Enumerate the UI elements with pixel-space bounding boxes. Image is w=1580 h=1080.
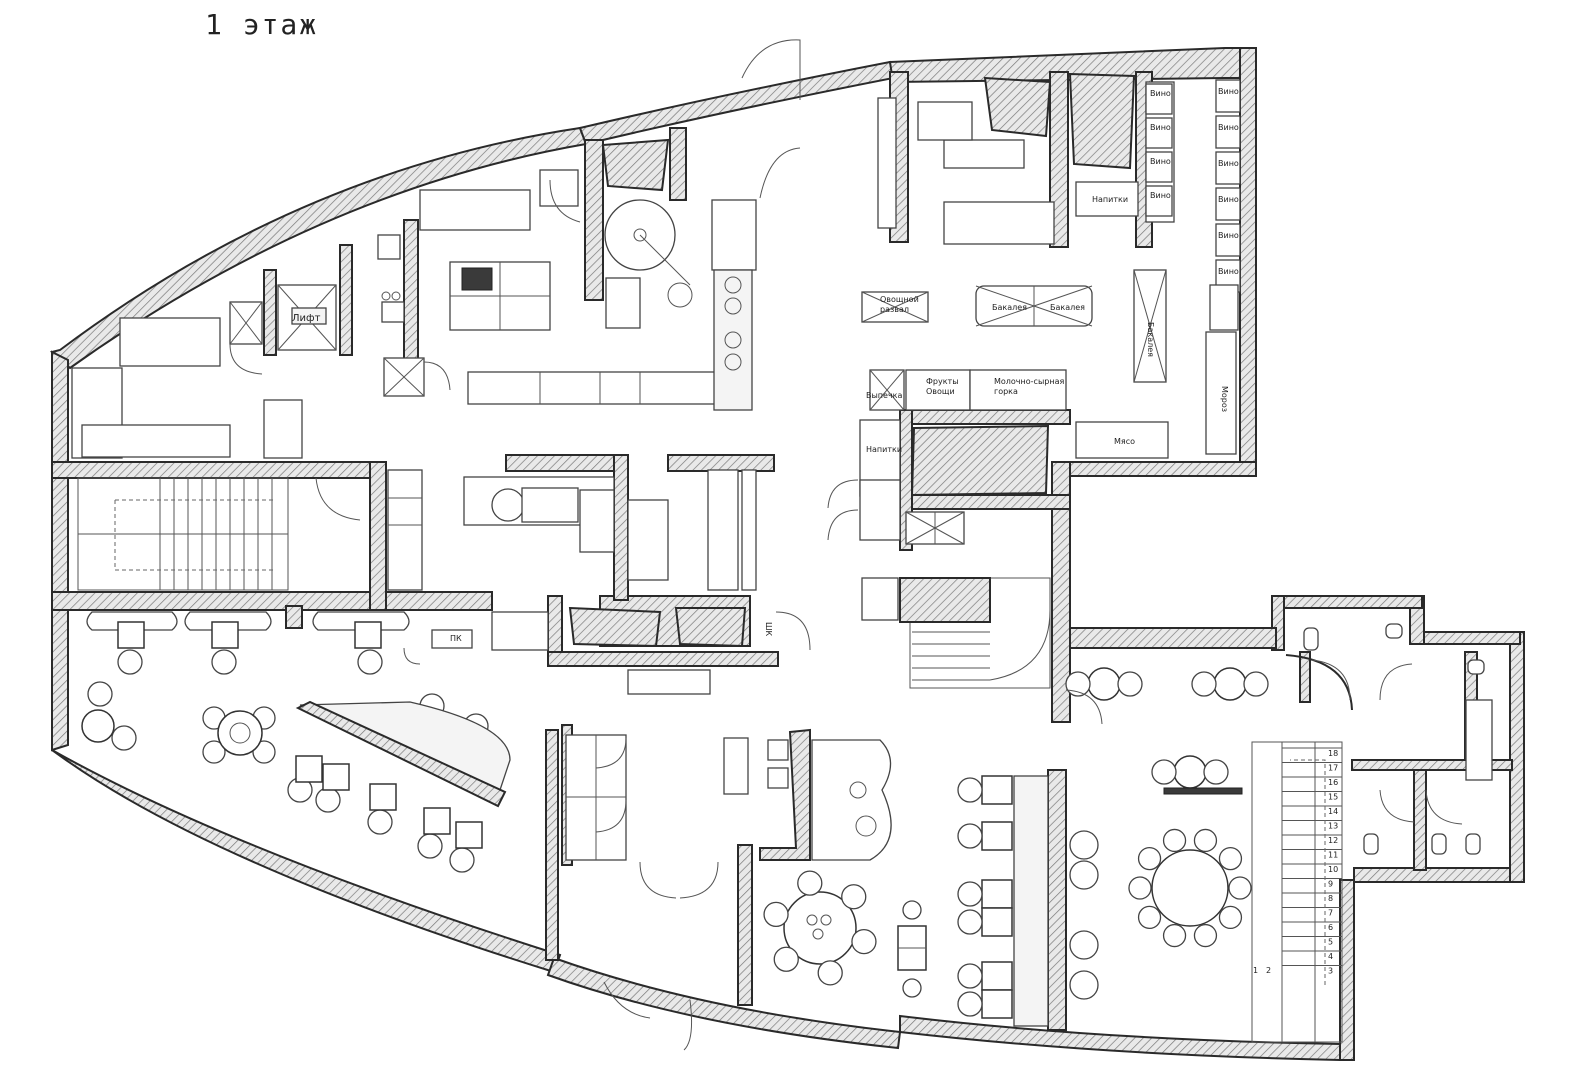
floor-title: 1 этаж: [205, 8, 319, 41]
label-vino: Вино: [1218, 87, 1239, 96]
stair-number: 9: [1328, 880, 1333, 889]
label-drinks-top: Напитки: [1092, 195, 1128, 204]
stair-number: 6: [1328, 923, 1333, 932]
restrooms: [1303, 623, 1493, 855]
label-drinks-side: Напитки: [866, 445, 902, 454]
label-meat: Мясо: [1114, 437, 1135, 446]
label-vino: Вино: [1150, 191, 1171, 200]
stair-number: 8: [1328, 894, 1333, 903]
stair-number: 3: [1328, 967, 1333, 976]
restaurant-left: [81, 611, 549, 873]
label-vino: Вино: [1150, 123, 1171, 132]
label-vino: Вино: [1150, 89, 1171, 98]
stair-number: 5: [1328, 938, 1333, 947]
stair-number: 12: [1328, 836, 1338, 845]
label-vino: Вино: [1150, 157, 1171, 166]
label-frozen: Мороз: [1220, 386, 1229, 412]
label-vino: Вино: [1218, 231, 1239, 240]
restaurant-center: [565, 669, 1099, 1027]
stair-number: 10: [1328, 865, 1338, 874]
stair-number: 4: [1328, 952, 1333, 961]
label-grocery-1: Бакалея: [992, 303, 1027, 312]
label-bakery: Выпечка: [866, 391, 903, 400]
shop-area: [859, 79, 1241, 623]
label-vino: Вино: [1218, 195, 1239, 204]
outer-walls: [49, 47, 1525, 1062]
kitchen-equipment: [71, 169, 757, 591]
label-vino: Вино: [1218, 159, 1239, 168]
label-grocery-3: Бакалея: [1146, 322, 1155, 357]
label-grocery-2: Бакалея: [1050, 303, 1085, 312]
label-vino: Вино: [1218, 267, 1239, 276]
stair-number: 11: [1328, 851, 1338, 860]
stair-number: 13: [1328, 822, 1338, 831]
stairs-left: [77, 477, 289, 591]
stair-number: 2: [1266, 966, 1271, 975]
stair-number: 18: [1328, 749, 1338, 758]
stair-number: 17: [1328, 764, 1338, 773]
stair-number: 16: [1328, 778, 1338, 787]
lift-shafts: [229, 284, 425, 397]
label-shk: ШК: [764, 622, 773, 637]
stair-number: 7: [1328, 909, 1333, 918]
label-pk: ПК: [450, 634, 462, 643]
label-lift: Лифт: [292, 313, 321, 324]
label-vino: Вино: [1218, 123, 1239, 132]
interior-walls: [51, 71, 1513, 1031]
stair-number: 14: [1328, 807, 1338, 816]
stairs-right: [1251, 741, 1343, 1043]
doors: [229, 39, 1463, 1051]
restaurant-right: [1065, 654, 1353, 948]
stair-number: 15: [1328, 793, 1338, 802]
stair-number: 1: [1253, 966, 1258, 975]
room-labels: Лифт Напитки Напитки Выпечка Мясо Бакале…: [292, 87, 1338, 976]
